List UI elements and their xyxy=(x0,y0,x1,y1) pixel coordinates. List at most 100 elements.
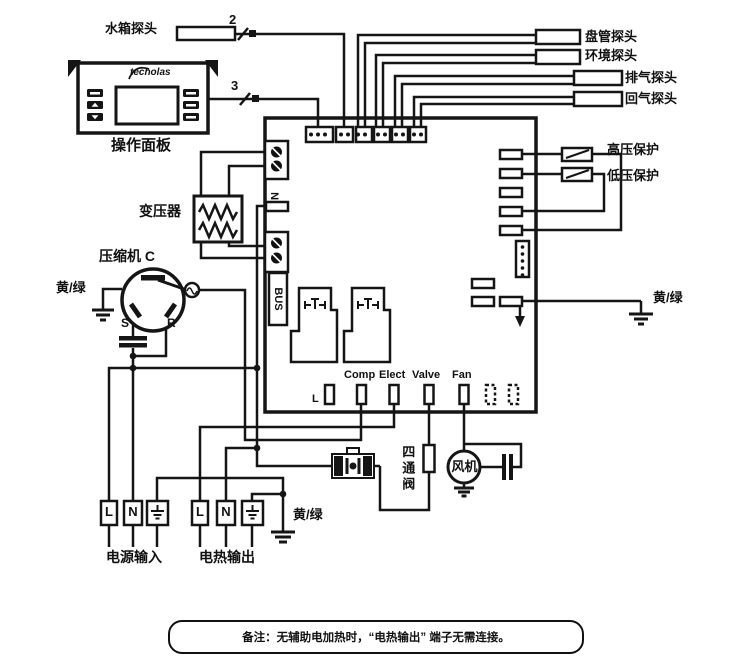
power-l-terminal: L xyxy=(105,504,113,519)
water-tank-wire xyxy=(235,32,346,127)
bus-connector xyxy=(267,271,289,327)
four-way-valve-symbol xyxy=(331,443,436,479)
heater-l-box xyxy=(190,499,210,527)
water-tank-connector xyxy=(175,25,237,42)
wire-count-3: 3 xyxy=(231,78,239,93)
power-l-wire xyxy=(107,366,257,501)
power-n-box xyxy=(122,499,144,527)
ground-icon xyxy=(271,530,295,544)
panel-display xyxy=(114,85,180,126)
compressor-label: 压缩机 C xyxy=(99,248,155,264)
heater-l-terminal: L xyxy=(196,504,204,519)
elect-output-wire xyxy=(198,404,396,501)
heater-ground-box xyxy=(240,499,265,527)
relay-coil-icon xyxy=(304,298,326,309)
ground-label-left: 黄/绿 xyxy=(56,280,86,295)
valve-resistor-icon xyxy=(422,443,436,474)
run-capacitor-icon xyxy=(119,336,147,341)
transformer-secondary-wires xyxy=(199,242,265,260)
ground-label-bottom: 黄/绿 xyxy=(293,507,323,522)
r-terminal xyxy=(163,302,178,319)
terminal-unused xyxy=(484,383,497,406)
note-box: 备注：无辅助电加热时，“电热输出” 端子无需连接。 xyxy=(168,620,584,654)
compressor-s-label: S xyxy=(121,316,130,330)
wire-count-slash-2 xyxy=(237,27,249,41)
block2-ground-wire xyxy=(250,492,285,531)
sensor-strip xyxy=(304,125,428,144)
ground-icon xyxy=(454,486,474,498)
down-arrow-icon xyxy=(91,115,99,120)
run-capacitor-icon xyxy=(119,343,147,348)
wires xyxy=(101,27,643,547)
button-dash-icon xyxy=(90,92,100,95)
transformer-label: 变压器 xyxy=(139,203,181,219)
sensor-strip-pins xyxy=(309,132,423,137)
compressor-symbol xyxy=(119,267,201,348)
winding-icon xyxy=(197,201,239,223)
pcb-board xyxy=(263,116,538,414)
block1-ground-wire xyxy=(155,476,285,501)
button-dash-icon xyxy=(186,104,196,107)
pcb-bus-label: BUS xyxy=(272,287,285,311)
control-panel xyxy=(68,60,218,135)
brand-logo: techolas xyxy=(130,67,171,78)
pcb-l-label: L xyxy=(312,393,319,405)
fan-symbol xyxy=(446,449,513,485)
pressure-switches xyxy=(560,146,594,183)
output-valve-label: Valve xyxy=(412,369,441,381)
compressor-ground-wire xyxy=(101,287,122,309)
high-pressure-wires xyxy=(522,152,623,232)
high-pressure-label: 高压保护 xyxy=(607,142,660,157)
pcb-ground-wire xyxy=(522,299,643,313)
earth-icon xyxy=(246,505,259,520)
down-arrow-icon xyxy=(515,316,525,327)
terminal-comp xyxy=(355,383,368,406)
up-arrow-icon xyxy=(91,102,99,107)
pcb-right-connectors xyxy=(470,148,531,308)
junction-dots xyxy=(129,352,287,498)
fan-label: 风机 xyxy=(451,459,478,474)
terminal-fan xyxy=(458,383,470,406)
compressor-r-label: R xyxy=(167,316,176,330)
terminal-earth-glyphs xyxy=(151,505,259,520)
c-terminal-lead xyxy=(157,278,185,291)
discharge-probe-connector xyxy=(572,69,624,87)
output-comp-label: Comp xyxy=(344,369,376,381)
return-probe-wires xyxy=(412,95,574,127)
coil-probe-wires xyxy=(356,33,536,127)
fan-cap-wires xyxy=(464,442,523,469)
wire-node-square xyxy=(249,30,256,37)
return-probe-label: 回气探头 xyxy=(625,91,678,106)
low-pressure-label: 低压保护 xyxy=(607,168,660,183)
switch-contact xyxy=(565,169,590,179)
note-text: 备注：无辅助电加热时，“电热输出” 端子无需连接。 xyxy=(242,632,510,644)
fan-capacitor-icon xyxy=(509,454,513,480)
output-terminals xyxy=(323,383,520,406)
wire-count-slash-3 xyxy=(239,92,251,106)
screw-terminals xyxy=(271,146,282,264)
pcb-left-connectors xyxy=(263,139,290,327)
terminal-l xyxy=(323,383,336,406)
heater-n-terminal: N xyxy=(221,504,231,519)
neutral-trunk-wire xyxy=(255,204,332,468)
terminal-elect xyxy=(388,383,400,406)
ground-icon xyxy=(629,312,653,326)
relay-2 xyxy=(342,286,392,364)
ground-label-right: 黄/绿 xyxy=(653,290,683,305)
power-l-box xyxy=(99,499,119,527)
terminal-blocks xyxy=(99,499,265,527)
coil-probe-connector xyxy=(534,28,582,46)
output-elect-label: Elect xyxy=(379,369,406,381)
pin-header-pins xyxy=(520,245,525,277)
relays xyxy=(289,286,392,364)
winding-icon xyxy=(197,219,239,241)
pin-header xyxy=(514,239,531,279)
logo-swoosh-icon xyxy=(128,66,150,80)
coil-probe-label: 盘管探头 xyxy=(585,29,638,44)
heater-output-label: 电热输出 xyxy=(199,549,255,565)
power-ground-box xyxy=(145,499,170,527)
water-tank-probe-label: 水箱探头 xyxy=(105,21,158,36)
transformer-symbol xyxy=(192,194,244,244)
